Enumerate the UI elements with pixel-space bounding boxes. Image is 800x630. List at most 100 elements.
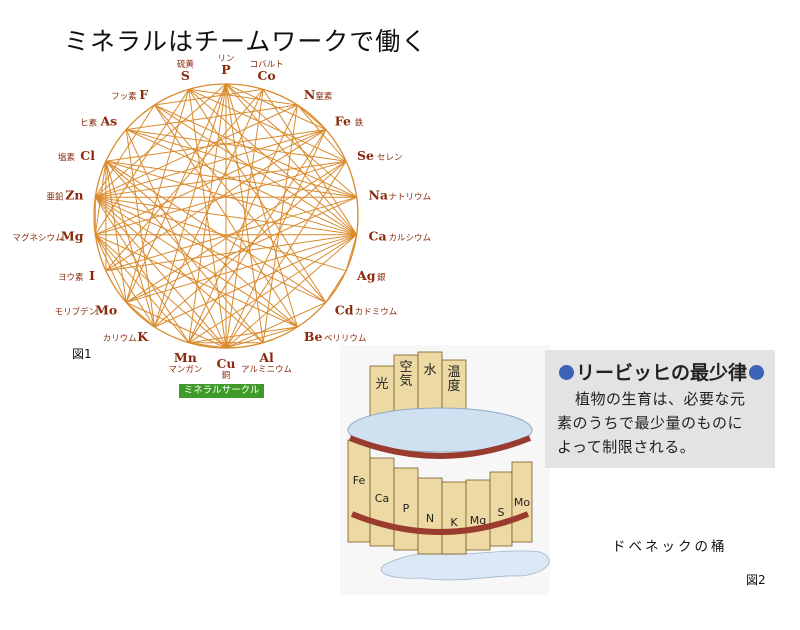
link-Zn-Cd bbox=[95, 196, 327, 303]
figure2-label: 図2 bbox=[746, 573, 766, 587]
link-Cu-Cd bbox=[225, 301, 327, 349]
element-japanese-name: 塩素 bbox=[58, 152, 76, 163]
stave-board bbox=[511, 461, 533, 543]
barrel-top-band bbox=[348, 435, 532, 459]
link-Na-Mo bbox=[125, 196, 357, 303]
link-N-Fe bbox=[297, 104, 327, 130]
stave-front-3: P bbox=[393, 467, 419, 551]
stave-label: S bbox=[498, 506, 505, 519]
element-symbol: I bbox=[89, 268, 95, 283]
mineral-link-lines bbox=[93, 83, 359, 349]
element-japanese-name: ヒ素 bbox=[80, 118, 98, 129]
element-japanese-name: マンガン bbox=[168, 364, 202, 375]
element-symbol: Mo bbox=[95, 302, 117, 317]
element-japanese-name: モリブデン bbox=[55, 306, 98, 317]
link-N-Se bbox=[297, 104, 347, 162]
stave-label: 空気 bbox=[399, 360, 412, 389]
element-symbol: As bbox=[99, 114, 117, 129]
link-Se-Zn bbox=[95, 160, 347, 198]
liebig-law-line-3: よって制限される。 bbox=[557, 438, 696, 456]
link-Cu-Be bbox=[225, 326, 298, 349]
link-Al-Cl bbox=[105, 160, 264, 344]
element-symbol: Cd bbox=[335, 302, 354, 317]
element-symbol: F bbox=[139, 87, 148, 102]
element-symbol: K bbox=[137, 329, 149, 344]
link-Mg-K bbox=[94, 234, 156, 328]
link-Se-Mo bbox=[125, 160, 347, 303]
element-symbol: N bbox=[304, 87, 315, 102]
element-japanese-name: ナトリウム bbox=[389, 193, 432, 203]
link-Co-I bbox=[105, 88, 264, 272]
element-symbol: Zn bbox=[65, 188, 83, 203]
link-K-As bbox=[125, 129, 156, 328]
link-Mg-Be bbox=[95, 234, 298, 328]
link-F-Co bbox=[154, 88, 264, 106]
stave-label: Mo bbox=[514, 496, 530, 509]
stave-label: 温度 bbox=[447, 365, 460, 394]
link-P-Ca bbox=[225, 83, 358, 236]
link-S-N bbox=[188, 88, 298, 106]
stave-label: N bbox=[426, 512, 434, 525]
link-Ca-Zn bbox=[95, 196, 357, 236]
stave-label: P bbox=[403, 502, 410, 515]
element-symbol: P bbox=[221, 62, 231, 77]
element-japanese-name: 銀 bbox=[377, 272, 386, 283]
barrel-bottom-band bbox=[350, 511, 530, 535]
liebig-law-title: リービッヒの最少律 bbox=[557, 358, 766, 385]
element-japanese-name: 亜鉛 bbox=[46, 192, 64, 203]
stave-front-5: K bbox=[441, 481, 467, 555]
link-Cu-Mn bbox=[188, 342, 227, 349]
link-K-Cl bbox=[105, 161, 156, 328]
barrel-water-surface bbox=[347, 407, 533, 453]
link-N-As bbox=[126, 104, 298, 131]
liebig-law-line-2: 素のうちで最少量のものに bbox=[557, 414, 744, 432]
stave-label: K bbox=[450, 516, 458, 529]
link-Ca-Mn bbox=[188, 234, 357, 344]
element-symbol: Cu bbox=[216, 356, 235, 371]
link-P-K bbox=[154, 83, 227, 328]
link-Se-As bbox=[126, 129, 347, 162]
bullet-dot-icon bbox=[749, 365, 765, 380]
link-F-Zn bbox=[94, 104, 156, 198]
element-symbol: Al bbox=[258, 350, 274, 365]
element-japanese-name: ベリリウム bbox=[324, 334, 367, 344]
link-Na-As bbox=[126, 129, 357, 198]
link-Mg-Mn bbox=[94, 234, 190, 344]
stave-label: Mg bbox=[470, 514, 486, 527]
liebig-law-title-text: リービッヒの最少律 bbox=[576, 362, 748, 384]
liebig-law-line-1: 植物の生育は、必要な元 bbox=[575, 390, 746, 408]
element-symbol: Fe bbox=[335, 114, 351, 129]
stave-board bbox=[369, 457, 395, 547]
element-japanese-name: 銅 bbox=[222, 370, 231, 381]
stave-label: Ca bbox=[375, 492, 389, 505]
link-Be-Cl bbox=[105, 160, 298, 328]
element-symbol: Ag bbox=[356, 268, 376, 283]
link-F-Cd bbox=[154, 104, 327, 303]
element-japanese-name: フッ素 bbox=[111, 91, 137, 102]
stave-front-2: Ca bbox=[369, 457, 395, 547]
link-Se-K bbox=[154, 160, 347, 328]
link-Mn-Be bbox=[188, 326, 298, 344]
link-S-Ca bbox=[188, 88, 358, 236]
element-symbol: Be bbox=[304, 329, 323, 344]
element-japanese-name: カリウム bbox=[103, 334, 137, 344]
element-japanese-name: アルミニウム bbox=[241, 365, 292, 375]
stave-front-1: Fe bbox=[347, 439, 371, 543]
element-japanese-name: 鉄 bbox=[355, 118, 364, 129]
stave-label: 光 bbox=[375, 377, 388, 392]
element-symbol: Se bbox=[357, 148, 374, 163]
link-Ca-Ag bbox=[345, 234, 358, 271]
link-Zn-Ag bbox=[95, 196, 347, 272]
element-japanese-name: 窒素 bbox=[315, 91, 333, 102]
link-Fe-Mg bbox=[95, 129, 327, 236]
link-Ca-I bbox=[105, 234, 357, 272]
